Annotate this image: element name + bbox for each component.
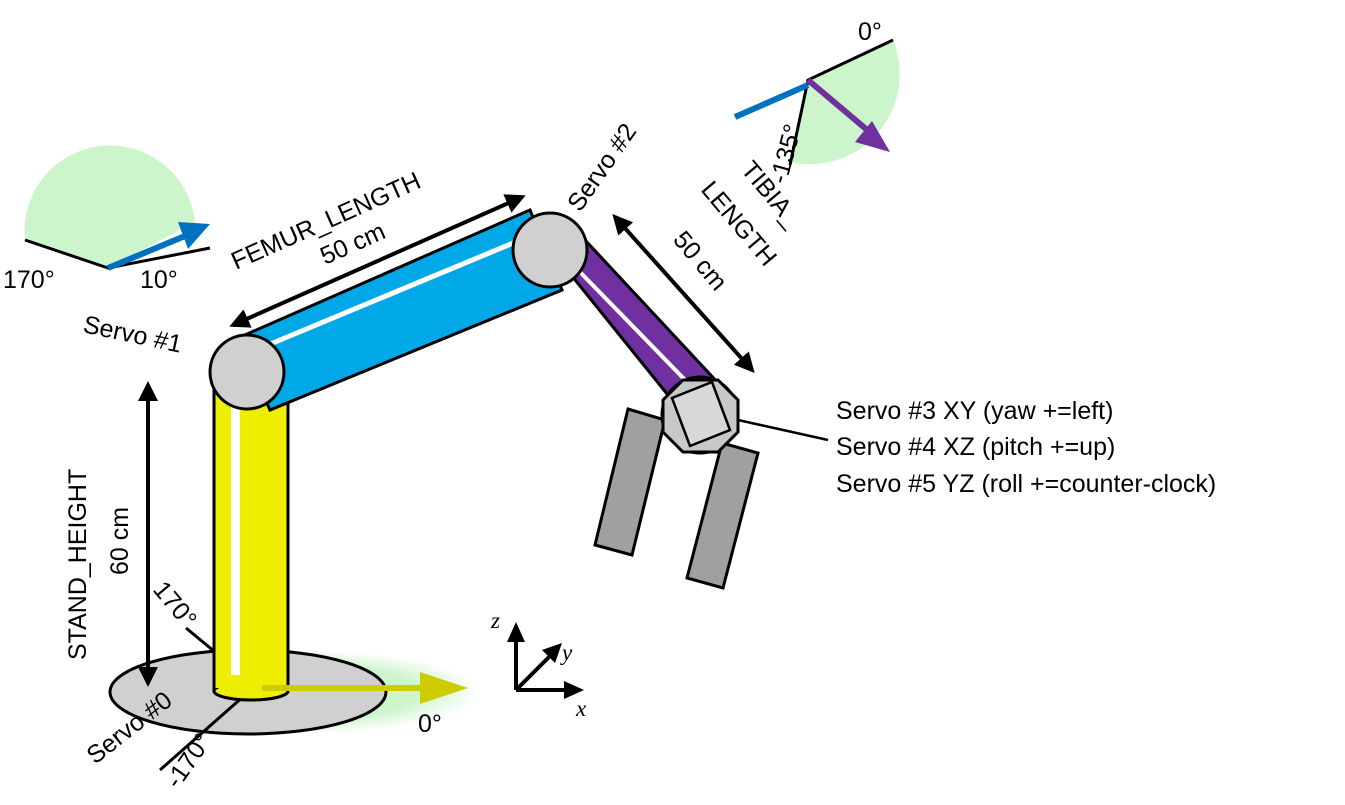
servo1-joint bbox=[208, 333, 286, 411]
servo1-direction-arrow-head bbox=[178, 222, 210, 249]
z-axis-head bbox=[507, 622, 525, 642]
y-axis-label: y bbox=[560, 640, 573, 665]
gripper-finger-left bbox=[593, 407, 667, 557]
wrist-joint bbox=[660, 375, 829, 455]
stand-link bbox=[212, 373, 290, 702]
gripper bbox=[593, 407, 760, 590]
servo2-max-angle: 0° bbox=[858, 18, 882, 46]
x-axis-head bbox=[564, 681, 584, 699]
y-axis-line bbox=[514, 651, 555, 692]
femur-length-dimension bbox=[229, 194, 526, 328]
servo1-min-angle: 10° bbox=[140, 266, 178, 294]
servo2-femur-direction bbox=[733, 82, 810, 120]
servo0-min-limit-line bbox=[159, 693, 246, 772]
servo0-max-angle: 170° bbox=[147, 576, 202, 634]
servo1-direction-arrow-shaft bbox=[106, 233, 187, 271]
servo0-direction-arrow bbox=[262, 672, 468, 704]
servo1-range-fan bbox=[24, 145, 196, 268]
x-axis-label: x bbox=[575, 696, 587, 721]
z-axis-label: z bbox=[490, 608, 500, 633]
servo2-direction-arrow-head bbox=[855, 121, 890, 152]
servo0-max-limit-line bbox=[185, 626, 216, 654]
tibia-highlight bbox=[576, 268, 692, 387]
servo2-direction-arrow-shaft bbox=[806, 77, 874, 137]
servo2-label: Servo #2 bbox=[562, 118, 642, 216]
coordinate-axes: z y x bbox=[490, 608, 587, 721]
wrist-leader-line bbox=[737, 418, 829, 442]
servo1-label: Servo #1 bbox=[81, 310, 185, 358]
gripper-finger-right bbox=[685, 441, 760, 590]
stand-highlight bbox=[231, 395, 240, 675]
stand-fill bbox=[214, 380, 286, 688]
stand-height-label: STAND_HEIGHT bbox=[64, 469, 92, 660]
stand-height-value: 60 cm bbox=[106, 507, 134, 575]
servo5-label: Servo #5 YZ (roll +=counter-clock) bbox=[836, 470, 1216, 498]
wrist-block bbox=[670, 380, 732, 448]
servo2-joint bbox=[511, 211, 589, 289]
y-axis-head bbox=[542, 643, 562, 663]
servo0-arrow-head bbox=[420, 672, 468, 704]
servo0-zero-angle: 0° bbox=[418, 710, 442, 738]
servo1-max-angle: 170° bbox=[3, 266, 55, 294]
servo2-range-indicator bbox=[733, 38, 900, 166]
servo1-range-indicator bbox=[24, 145, 211, 271]
servo3-label: Servo #3 XY (yaw +=left) bbox=[836, 397, 1113, 425]
servo4-label: Servo #4 XZ (pitch +=up) bbox=[836, 433, 1115, 461]
tibia-length-dimension bbox=[612, 214, 755, 373]
